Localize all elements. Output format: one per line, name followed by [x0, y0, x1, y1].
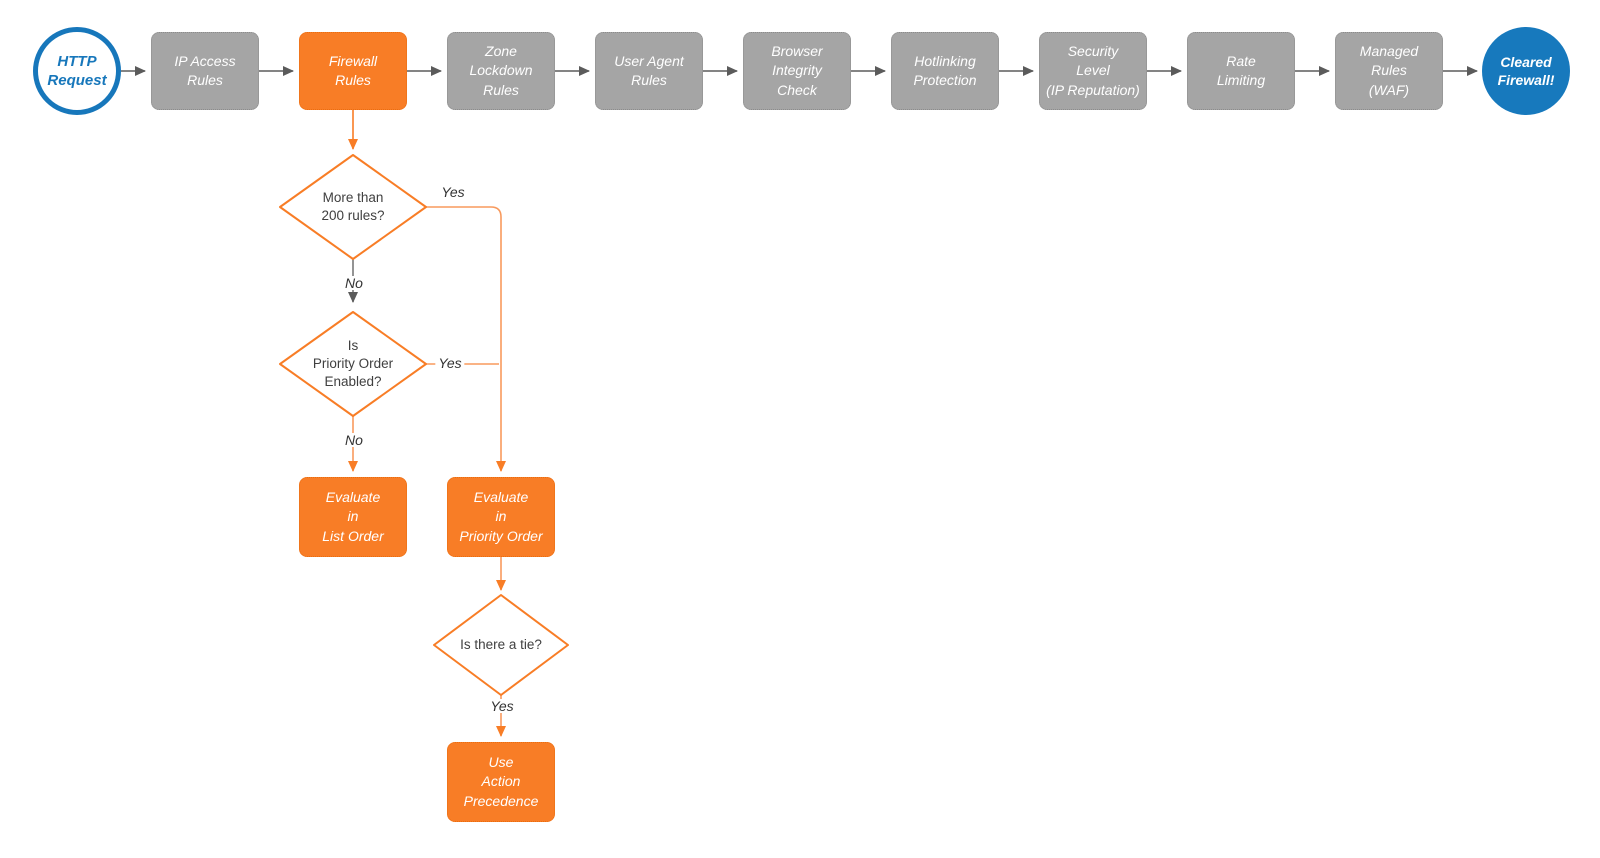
decision-label-more-than-200: More than 200 rules? [321, 189, 385, 223]
pipeline-box-zone-lockdown-rules: Zone Lockdown Rules [447, 32, 555, 110]
pipeline-box-firewall-rules: Firewall Rules [299, 32, 407, 110]
start-node-http-request: HTTP Request [33, 27, 121, 115]
pipeline-box-managed-rules-waf: Managed Rules (WAF) [1335, 32, 1443, 110]
decision-diamond-tie [433, 594, 569, 696]
edge-label-decision2-no: No [342, 433, 366, 447]
end-node-cleared-firewall: Cleared Firewall! [1482, 27, 1570, 115]
edge-label-decision1-yes: Yes [438, 185, 468, 199]
decision-label-tie: Is there a tie? [460, 636, 542, 652]
decision-diamond-priority-enabled [279, 311, 427, 417]
action-box-use-action-precedence: Use Action Precedence [447, 742, 555, 822]
pipeline-box-user-agent-rules: User Agent Rules [595, 32, 703, 110]
action-box-evaluate-priority-order: Evaluate in Priority Order [447, 477, 555, 557]
pipeline-box-browser-integrity-check: Browser Integrity Check [743, 32, 851, 110]
pipeline-box-rate-limiting: Rate Limiting [1187, 32, 1295, 110]
connector-decision1-yes-to-priority-order [426, 206, 506, 472]
edge-label-decision1-no: No [342, 276, 366, 290]
decision-diamond-more-than-200 [279, 154, 427, 260]
decision-label-priority-enabled: Is Priority Order Enabled? [312, 337, 394, 390]
pipeline-box-ip-access-rules: IP Access Rules [151, 32, 259, 110]
action-box-evaluate-list-order: Evaluate in List Order [299, 477, 407, 557]
pipeline-box-security-level: Security Level (IP Reputation) [1039, 32, 1147, 110]
edge-label-decision2-yes: Yes [435, 356, 465, 370]
edge-label-decision3-yes: Yes [487, 699, 517, 713]
pipeline-box-hotlinking-protection: Hotlinking Protection [891, 32, 999, 110]
